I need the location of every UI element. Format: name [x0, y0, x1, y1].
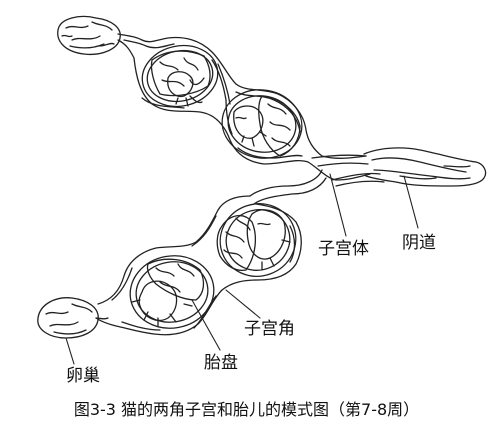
leader-uterine-body — [329, 173, 347, 237]
label-ovary: 卵巢 — [66, 366, 100, 386]
uterine-body — [249, 154, 385, 205]
upper-fetal-sac-2 — [221, 89, 303, 159]
leader-vagina — [403, 175, 419, 229]
leader-ovary — [65, 337, 75, 365]
label-uterine-horn: 子宫角 — [244, 319, 295, 339]
vagina — [363, 147, 487, 187]
label-placenta: 胎盘 — [204, 353, 238, 373]
lower-fetal-sac-2 — [129, 255, 215, 329]
lower-fetal-sac-1 — [216, 203, 297, 277]
label-vagina: 阴道 — [402, 233, 436, 253]
label-uterine-body: 子宫体 — [318, 239, 369, 259]
upper-ovary — [57, 15, 121, 56]
figure-caption: 图3-3 猫的两角子宫和胎儿的模式图（第7-8周） — [73, 400, 420, 419]
upper-fetal-sac-1 — [141, 44, 219, 108]
lower-ovary — [37, 297, 109, 339]
lower-uterine-horn-wall — [95, 195, 302, 336]
upper-uterine-horn-wall — [117, 33, 371, 181]
leader-uterine-horn — [225, 289, 261, 319]
uterus-illustration — [37, 15, 487, 365]
leader-placenta — [191, 299, 221, 351]
leader-lines — [65, 173, 419, 365]
